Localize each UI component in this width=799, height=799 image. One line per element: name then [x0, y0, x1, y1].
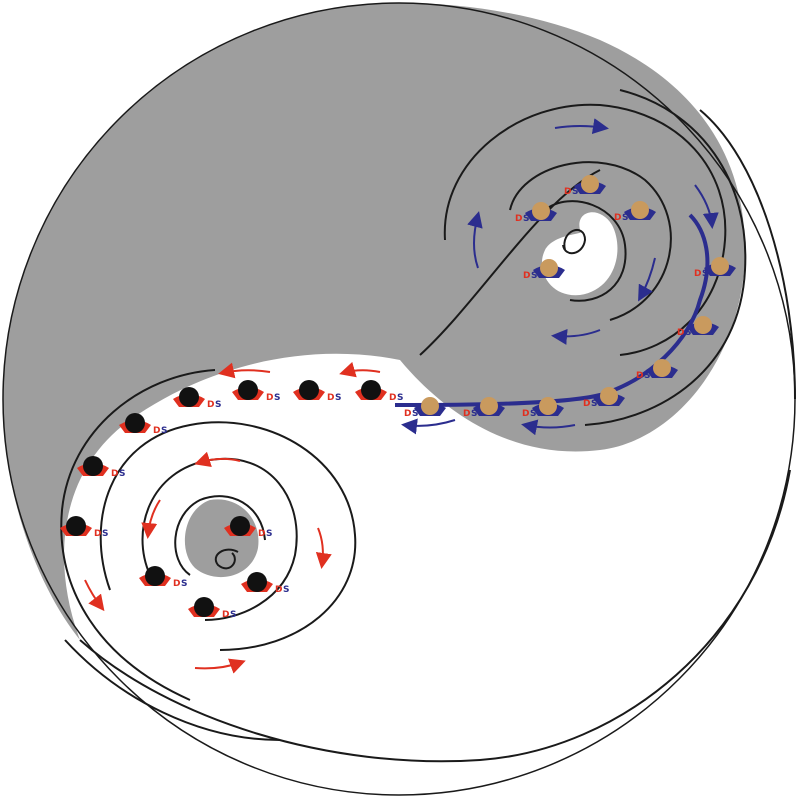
tan-figure-icon	[525, 202, 557, 221]
red-arrow-icon	[315, 527, 332, 569]
red-arrow-icon	[141, 499, 161, 539]
label-d: D	[694, 269, 701, 279]
label-s: S	[531, 271, 537, 281]
tan-figure-icon	[414, 397, 446, 416]
label-d: D	[389, 393, 396, 403]
label-s: S	[622, 213, 628, 223]
red-arrow-icon	[218, 362, 271, 379]
gray-region	[3, 3, 745, 640]
label-d: D	[404, 409, 411, 419]
label-s: S	[471, 409, 477, 419]
label-s: S	[283, 585, 289, 595]
blue-arrow-icon	[521, 419, 576, 436]
label-s: S	[412, 409, 418, 419]
dark-figure-icon	[293, 380, 325, 400]
blue-arrow-icon	[554, 118, 609, 135]
label-d: D	[522, 409, 529, 419]
label-s: S	[230, 610, 236, 620]
label-d: D	[636, 371, 643, 381]
tan-figure-icon	[574, 175, 606, 194]
lower-spiral	[60, 109, 796, 763]
label-s: S	[274, 393, 280, 403]
label-s: S	[591, 399, 597, 409]
dark-figure-icon	[119, 413, 151, 433]
label-s: S	[523, 214, 529, 224]
dark-figure-icon	[224, 516, 256, 536]
label-d: D	[94, 529, 101, 539]
label-d: D	[677, 328, 684, 338]
dark-figure-icon	[355, 380, 387, 400]
label-d: D	[327, 393, 334, 403]
red-arrow-icon	[84, 579, 105, 612]
label-d: D	[153, 426, 160, 436]
label-d: D	[173, 579, 180, 589]
label-d: D	[523, 271, 530, 281]
red-arrow-icon	[339, 361, 381, 378]
blue-arrow-icon	[401, 418, 456, 435]
dark-figure-icon	[77, 456, 109, 476]
label-d: D	[258, 529, 265, 539]
tan-figure-icon	[624, 201, 656, 220]
label-d: D	[222, 610, 229, 620]
label-d: D	[463, 409, 470, 419]
label-d: D	[614, 213, 621, 223]
tan-figure-icon	[704, 257, 736, 276]
dark-figure-icon	[232, 380, 264, 400]
tan-figure-icon	[593, 387, 625, 406]
label-d: D	[583, 399, 590, 409]
dark-figure-icon	[173, 387, 205, 407]
dark-figure-icon	[60, 516, 92, 536]
label-s: S	[215, 400, 221, 410]
red-arrow-icon	[194, 658, 246, 674]
label-s: S	[181, 579, 187, 589]
label-s: S	[397, 393, 403, 403]
label-s: S	[685, 328, 691, 338]
tan-figure-icon	[533, 259, 565, 278]
blue-arrow-icon	[638, 257, 656, 302]
dark-figure-icon	[139, 566, 171, 586]
label-s: S	[572, 187, 578, 197]
dark-figure-icon	[188, 597, 220, 617]
label-s: S	[335, 393, 341, 403]
label-s: S	[119, 469, 125, 479]
label-s: S	[702, 269, 708, 279]
label-d: D	[275, 585, 282, 595]
tan-figure-icon	[473, 397, 505, 416]
tan-figure-icon	[532, 397, 564, 416]
blue-arrow-icon	[467, 211, 483, 269]
label-d: D	[111, 469, 118, 479]
label-d: D	[266, 393, 273, 403]
label-s: S	[161, 426, 167, 436]
label-s: S	[266, 529, 272, 539]
label-d: D	[207, 400, 214, 410]
tan-figure-icon	[687, 316, 719, 335]
label-d: D	[564, 187, 571, 197]
label-s: S	[102, 529, 108, 539]
red-arrow-icon	[194, 451, 241, 467]
label-d: D	[515, 214, 522, 224]
dark-figure-icon	[241, 572, 273, 592]
blue-arrow-icon	[551, 328, 601, 345]
blue-arrow-icon	[694, 184, 719, 229]
label-s: S	[530, 409, 536, 419]
tan-figure-icon	[646, 359, 678, 378]
lower-center-hole	[184, 499, 259, 578]
label-s: S	[644, 371, 650, 381]
